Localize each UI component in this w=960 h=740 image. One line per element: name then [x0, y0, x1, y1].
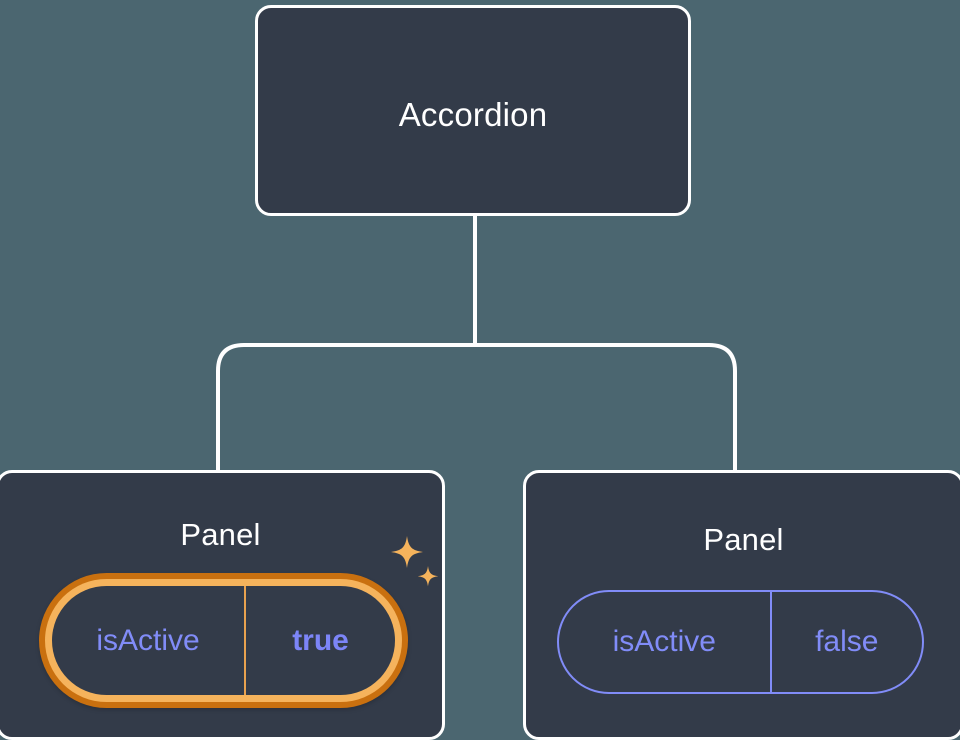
- prop-value: false: [769, 592, 922, 692]
- node-panel-right-label: Panel: [703, 522, 784, 557]
- prop-key: isActive: [96, 623, 200, 657]
- prop-pill-isactive-true[interactable]: isActive true: [39, 573, 408, 708]
- node-accordion[interactable]: Accordion: [255, 5, 691, 216]
- prop-pill-isactive-false[interactable]: isActive false: [557, 590, 924, 694]
- pill-inner-ring: isActive true: [45, 579, 402, 702]
- pill-core: isActive true: [52, 586, 395, 695]
- connector-bus: [216, 343, 737, 472]
- prop-key: isActive: [612, 625, 716, 658]
- prop-value: true: [244, 586, 395, 695]
- node-accordion-label: Accordion: [398, 96, 548, 133]
- node-panel-left-label: Panel: [180, 517, 261, 552]
